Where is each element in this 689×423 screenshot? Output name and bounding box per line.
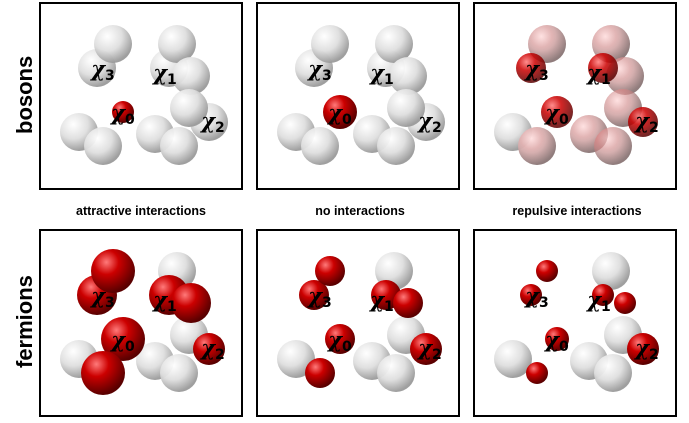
occupied-site-sphere — [536, 260, 558, 282]
site-label-s2: χ2 — [633, 335, 659, 363]
panel-svg: χ3 χ1 χ0 χ2 — [494, 252, 659, 392]
panel-bosons-attractive: χ3 χ1 χ0 χ2 — [39, 2, 243, 190]
empty-site-sphere — [592, 252, 630, 290]
empty-site-sphere — [172, 57, 210, 95]
ghost-density-sphere — [518, 127, 556, 165]
occupied-site-sphere — [592, 284, 614, 306]
occupied-site-sphere — [171, 283, 211, 323]
site-label-s0: χ0 — [326, 327, 352, 355]
empty-site-sphere — [94, 25, 132, 63]
site-label-s1: χ1 — [151, 60, 177, 88]
panel-svg: χ3 χ1 χ0 χ2 — [277, 252, 442, 392]
occupied-site-sphere — [628, 107, 658, 137]
occupied-site-sphere — [193, 333, 225, 365]
site-label-s0: χ0 — [109, 327, 135, 355]
empty-site-sphere — [160, 354, 198, 392]
site-label-s1: χ1 — [368, 287, 394, 315]
empty-site-sphere — [170, 89, 208, 127]
occupied-site-sphere — [545, 327, 569, 351]
occupied-site-sphere — [325, 324, 355, 354]
site-label-s2: χ2 — [416, 335, 442, 363]
panel-bosons-repulsive: χ3 χ1 χ0 χ2 — [473, 2, 677, 190]
occupied-site-sphere — [299, 280, 329, 310]
site-label-s2: χ2 — [416, 108, 442, 136]
occupied-site-sphere — [520, 284, 542, 306]
panel-fermions-repulsive: χ3 χ1 χ0 χ2 — [473, 229, 677, 417]
occupied-site-sphere — [81, 351, 125, 395]
site-label-s2: χ2 — [199, 108, 225, 136]
occupied-site-sphere — [410, 333, 442, 365]
occupied-site-sphere — [516, 53, 546, 83]
site-label-s2: χ2 — [633, 108, 659, 136]
site-label-s1: χ1 — [368, 60, 394, 88]
ghost-density-sphere — [594, 127, 632, 165]
occupied-site-sphere — [541, 96, 573, 128]
empty-site-sphere — [84, 127, 122, 165]
panel-bosons-none: χ3 χ1 χ0 χ2 — [256, 2, 460, 190]
site-label-s0: χ0 — [543, 100, 569, 128]
occupied-site-sphere — [101, 317, 145, 361]
site-label-s3: χ3 — [306, 283, 332, 311]
occupied-site-sphere — [588, 53, 618, 83]
empty-site-sphere — [301, 127, 339, 165]
panel-svg: χ3 χ1 χ0 χ2 — [494, 25, 659, 165]
site-label-s3: χ3 — [306, 56, 332, 84]
empty-site-sphere — [311, 25, 349, 63]
occupied-site-sphere — [614, 292, 636, 314]
empty-site-sphere — [377, 354, 415, 392]
ghost-density-sphere — [528, 25, 566, 63]
column-label-attractive: attractive interactions — [76, 204, 206, 218]
occupied-site-sphere — [323, 95, 357, 129]
column-label-none: no interactions — [315, 204, 405, 218]
site-label-s0: χ0 — [109, 100, 135, 128]
panel-fermions-attractive: χ3 χ1 χ0 χ2 — [39, 229, 243, 417]
site-label-s0: χ0 — [326, 100, 352, 128]
site-label-s3: χ3 — [523, 56, 549, 84]
site-label-s1: χ1 — [585, 287, 611, 315]
occupied-site-sphere — [315, 256, 345, 286]
empty-site-sphere — [387, 89, 425, 127]
empty-site-sphere — [389, 57, 427, 95]
empty-site-sphere — [375, 25, 413, 63]
panel-fermions-none: χ3 χ1 χ0 χ2 — [256, 229, 460, 417]
empty-site-sphere — [594, 354, 632, 392]
occupied-site-sphere — [112, 101, 134, 123]
occupied-site-sphere — [91, 249, 135, 293]
empty-site-sphere — [158, 25, 196, 63]
occupied-site-sphere — [526, 362, 548, 384]
empty-site-sphere — [494, 340, 532, 378]
empty-site-sphere — [160, 127, 198, 165]
site-label-s1: χ1 — [585, 60, 611, 88]
panel-svg: χ3 χ1 χ0 χ2 — [60, 249, 225, 395]
empty-site-sphere — [377, 127, 415, 165]
site-label-s3: χ3 — [523, 283, 549, 311]
empty-site-sphere — [277, 340, 315, 378]
occupied-site-sphere — [393, 288, 423, 318]
occupied-site-sphere — [627, 333, 659, 365]
column-label-repulsive: repulsive interactions — [512, 204, 642, 218]
site-label-s3: χ3 — [89, 283, 115, 311]
site-label-s0: χ0 — [543, 327, 569, 355]
occupied-site-sphere — [305, 358, 335, 388]
site-label-s3: χ3 — [89, 56, 115, 84]
site-label-s2: χ2 — [199, 335, 225, 363]
panel-svg: χ3 χ1 χ0 χ2 — [60, 25, 228, 165]
site-label-s1: χ1 — [151, 287, 177, 315]
row-label-fermions: fermions — [12, 275, 37, 368]
panel-svg: χ3 χ1 χ0 χ2 — [277, 25, 445, 165]
row-label-bosons: bosons — [12, 55, 37, 134]
